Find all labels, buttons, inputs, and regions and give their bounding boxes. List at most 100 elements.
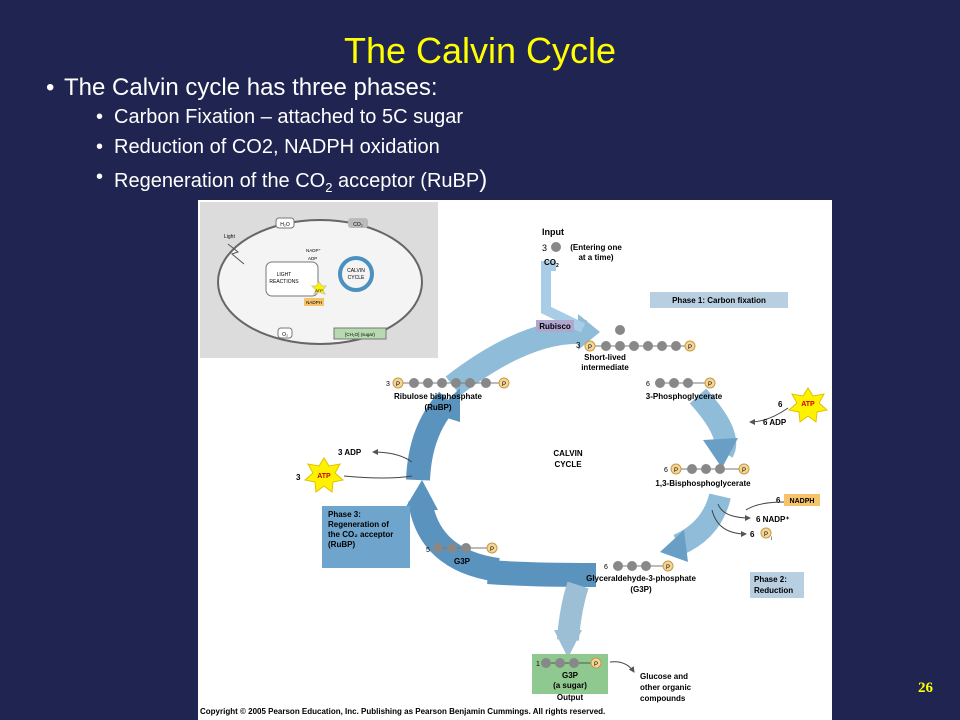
phase2-label: Phase 2: xyxy=(754,575,787,584)
entering-label: (Entering one xyxy=(570,243,622,252)
phase3-label-3: the CO₂ acceptor xyxy=(328,530,393,539)
bullet-dot: • xyxy=(46,74,55,101)
pga-molecule: P xyxy=(655,377,716,389)
phosphate-label: P xyxy=(502,382,506,388)
atp-label-left: ATP xyxy=(317,473,331,480)
inset-light-label: Light xyxy=(224,234,235,240)
arrowhead-rubp xyxy=(434,388,460,422)
arrow-to-glucose xyxy=(609,661,635,673)
arrow-adp-left xyxy=(372,449,413,463)
pi-circle xyxy=(760,527,772,539)
g3p-mid-label-2: (G3P) xyxy=(630,585,652,594)
output-count: 1 xyxy=(536,661,540,668)
inset-h2o-label: H₂O xyxy=(280,222,290,228)
phosphate-label: P xyxy=(742,468,746,474)
inset-calvin-label-2: CYCLE xyxy=(348,275,365,281)
rubp-count: 3 xyxy=(386,381,390,388)
phase2-box xyxy=(750,572,804,598)
phase3-label-2: Regeneration of xyxy=(328,520,389,529)
output-g3p-label: G3P xyxy=(562,671,579,680)
co2-input-label: CO2 xyxy=(544,258,559,269)
glucose-label-3: compounds xyxy=(640,694,686,703)
arrow-g3p-to-regeneration xyxy=(487,560,597,587)
arrowhead-regeneration xyxy=(404,480,438,510)
rubp-label: Ribulose bisphosphate xyxy=(394,392,483,401)
main-bullet: • The Calvin cycle has three phases: xyxy=(46,74,438,102)
arrowhead-g3p xyxy=(660,530,688,562)
phosphate-label: P xyxy=(688,345,692,351)
chloroplast-inset: CO₂ H₂O Light NADP⁺ ADP LIGHT REACTIONS … xyxy=(200,202,438,358)
rubp-molecule: P P xyxy=(392,377,510,389)
inset-o2-label: O₂ xyxy=(282,332,288,338)
short-lived-count: 3 xyxy=(576,341,581,350)
bpg-count: 6 xyxy=(664,467,668,474)
inset-sugar-box xyxy=(333,327,387,340)
inset-adp-label: ADP xyxy=(308,256,317,261)
short-lived-molecule: P P xyxy=(584,325,696,352)
atp-count-right: 6 xyxy=(778,400,783,409)
inset-co2-box xyxy=(348,218,368,228)
co2-molecule xyxy=(551,242,561,252)
atp-star-left xyxy=(303,457,345,493)
sub-bullet-suffix: acceptor (RuBP xyxy=(332,170,480,192)
inset-nadph-label: NADPH xyxy=(306,300,322,305)
glucose-label: Glucose and xyxy=(640,672,688,681)
nadph-box xyxy=(784,494,820,506)
g3p-mid-molecule: P xyxy=(613,560,674,572)
sub-bullet-text: Reduction of CO2, NADPH oxidation xyxy=(114,136,440,158)
phosphate-label: P xyxy=(708,382,712,388)
bullet-dot: • xyxy=(96,136,104,158)
inset-calvin-circle xyxy=(338,256,374,292)
glucose-label-2: other organic xyxy=(640,683,692,692)
inset-light-zigzag xyxy=(227,243,245,265)
thylakoid xyxy=(265,261,319,297)
inset-sugar-label: [CH₂O] (sugar) xyxy=(345,332,375,337)
pga-count: 6 xyxy=(646,381,650,388)
sub-bullet-text: Carbon Fixation – attached to 5C sugar xyxy=(114,106,464,128)
inset-h2o-box xyxy=(275,217,295,229)
inset-o2-box xyxy=(277,327,293,339)
inset-nadph-box xyxy=(304,298,324,306)
pi-label: P xyxy=(764,532,768,538)
g3p-left-molecule: P xyxy=(433,542,498,554)
arrow-adp-right xyxy=(749,407,789,425)
main-bullet-text: The Calvin cycle has three phases: xyxy=(64,74,438,101)
calvin-cycle-figure: CO₂ H₂O Light NADP⁺ ADP LIGHT REACTIONS … xyxy=(198,200,832,720)
phosphate-label: P xyxy=(594,662,598,668)
atp-label-right: ATP xyxy=(801,401,815,408)
phosphate-label: P xyxy=(588,345,592,351)
arrow-nadp-out xyxy=(717,503,751,521)
output-g3p-molecule: P xyxy=(541,657,602,669)
input-label: Input xyxy=(542,227,564,237)
copyright-text: Copyright © 2005 Pearson Education, Inc.… xyxy=(200,707,605,716)
rubisco-label: Rubisco xyxy=(539,322,571,331)
inset-light-reactions-label: LIGHT xyxy=(277,272,292,278)
entering-label-2: at a time) xyxy=(578,253,613,262)
chloroplast-outline xyxy=(217,219,423,345)
arrow-nadph xyxy=(745,501,785,511)
phosphate-label: P xyxy=(674,468,678,474)
phase3-box xyxy=(322,506,410,568)
g3p-mid-label: Glyceraldehyde-3-phosphate xyxy=(586,574,696,583)
atp-star-right xyxy=(787,387,829,423)
atp-count-left: 3 xyxy=(296,473,301,482)
pga-label: 3-Phosphoglycerate xyxy=(646,392,723,401)
pi-subscript: i xyxy=(771,536,772,542)
inset-atp-star xyxy=(310,281,327,295)
co2-text: CO xyxy=(544,258,556,267)
nadph-count: 6 xyxy=(776,496,781,505)
output-sugar-label: (a sugar) xyxy=(553,681,587,690)
short-lived-label-2: intermediate xyxy=(581,363,629,372)
short-lived-label: Short-lived xyxy=(584,353,626,362)
sub-bullet-close: ) xyxy=(479,166,488,193)
arrow-co2-input xyxy=(541,261,586,333)
arrowhead-bpg xyxy=(703,438,738,468)
phosphate-label: P xyxy=(490,547,494,553)
sub-bullet-carbon-fixation: • Carbon Fixation – attached to 5C sugar xyxy=(96,106,464,129)
bullet-dot: • xyxy=(96,106,104,128)
nadp-out-label: 6 NADP⁺ xyxy=(756,515,790,524)
nadph-label: NADPH xyxy=(790,498,815,505)
arrowhead-output xyxy=(554,630,582,658)
bpg-molecule: P P xyxy=(670,463,750,475)
phase2-label-2: Reduction xyxy=(754,586,793,595)
